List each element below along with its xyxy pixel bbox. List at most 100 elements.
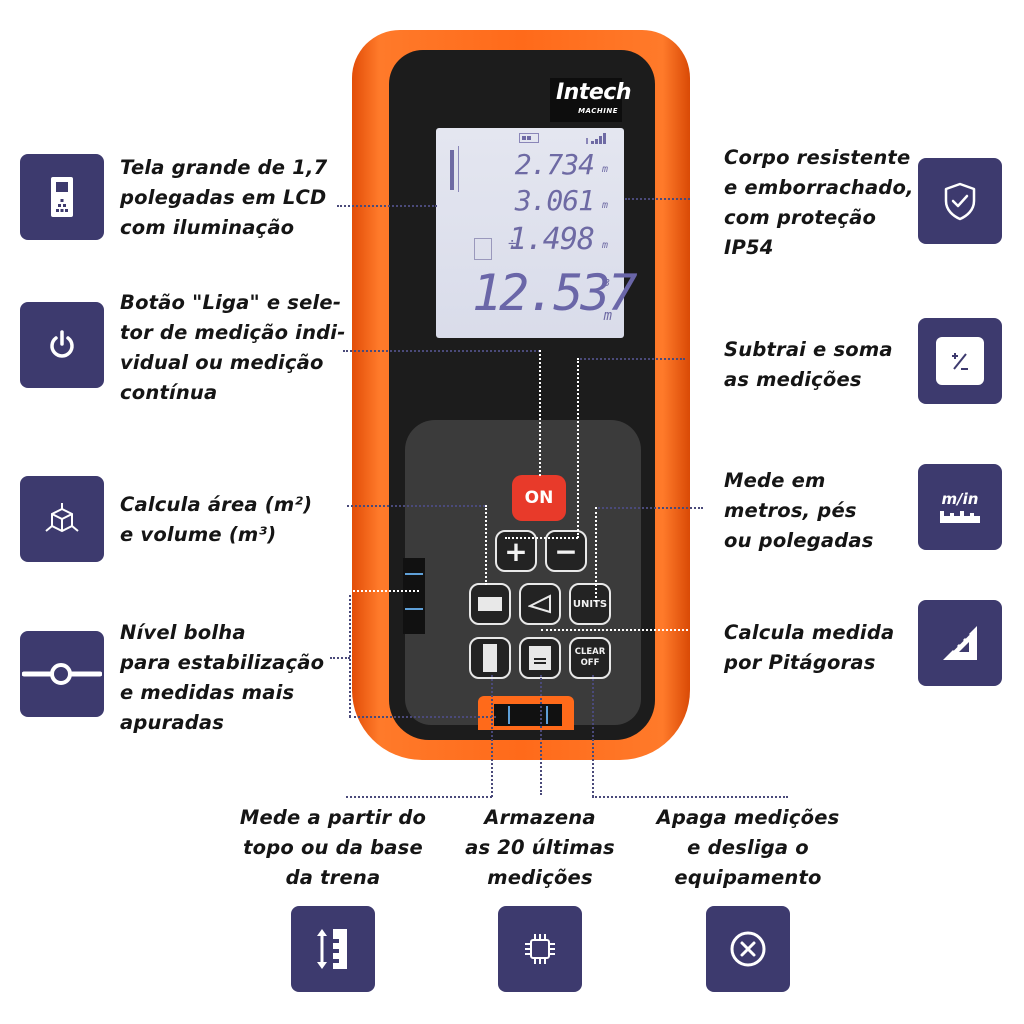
- device-display-icon: [20, 154, 104, 240]
- brand-name: Intech: [556, 80, 632, 105]
- feature-line: Tela grande de 1,7: [120, 156, 328, 179]
- feature-line: e emborrachado,: [724, 176, 914, 199]
- lcd-unit-2: m: [601, 200, 608, 211]
- power-icon: [20, 302, 104, 388]
- callout-line-level-bottom: [349, 716, 496, 718]
- feature-line: tor de medição indi-: [120, 321, 346, 344]
- feature-text: Armazena as 20 últimas medições: [440, 803, 640, 893]
- callout-line-on: [343, 350, 540, 352]
- box-icon: [478, 597, 502, 611]
- feature-line: metros, pés: [724, 499, 857, 522]
- feature-line: medições: [487, 866, 593, 889]
- feature-text: Apaga medições e desliga o equipamento: [648, 803, 848, 893]
- feature-text: Mede a partir do topo ou da base da tren…: [233, 803, 433, 893]
- feature-line: Corpo resistente: [724, 146, 911, 169]
- lcd-row-1: 2.734: [514, 148, 595, 181]
- feature-line: Botão "Liga" e sele-: [120, 291, 342, 314]
- brand-sub: MACHINE: [578, 107, 618, 115]
- callout-line-level: [330, 657, 350, 659]
- feature-text: Calcula medida por Pitágoras: [724, 618, 894, 678]
- feature-line: com iluminação: [120, 216, 295, 239]
- feature-line: da trena: [285, 866, 381, 889]
- feature-line: Armazena: [484, 806, 596, 829]
- area-volume-button[interactable]: [469, 583, 511, 625]
- callout-line-pythagoras: [541, 629, 716, 631]
- feature-line: vidual ou medição: [120, 351, 324, 374]
- callout-line-on-v: [539, 350, 541, 476]
- feature-line: contínua: [120, 381, 218, 404]
- feature-line: ou polegadas: [724, 529, 874, 552]
- callout-line-ref-h: [346, 796, 492, 798]
- feature-line: Calcula medida: [724, 621, 895, 644]
- lcd-screen: 2.734 m 3.061 m ÷ 1.498 m 12.537 3 m: [436, 128, 638, 338]
- plus-minus-icon: [918, 318, 1002, 404]
- feature-line: topo ou da base: [243, 836, 423, 859]
- callout-line-clear-v: [592, 675, 594, 797]
- volume-cube-icon: [474, 238, 492, 260]
- signal-bars-icon: [586, 132, 608, 144]
- lcd-total-unit: m: [603, 308, 612, 324]
- feature-line: polegadas em LCD: [120, 186, 327, 209]
- callout-line-area: [347, 505, 485, 507]
- feature-line: Subtrai e soma: [724, 338, 893, 361]
- pythagoras-button[interactable]: [519, 583, 561, 625]
- feature-line: Apaga medições: [656, 806, 840, 829]
- plus-label: +: [504, 534, 528, 568]
- callout-line-units: [595, 507, 703, 509]
- ruler-arrow-icon: [291, 906, 375, 992]
- set-square-icon: [918, 600, 1002, 686]
- callout-line-units-v: [595, 507, 597, 602]
- off-label: OFF: [580, 658, 600, 668]
- feature-text: Tela grande de 1,7 polegadas em LCD com …: [120, 153, 327, 243]
- feature-text: Nível bolha para estabilização e medidas…: [120, 618, 324, 738]
- feature-line: e volume (m³): [120, 523, 277, 546]
- feature-line: IP54: [724, 236, 774, 259]
- callout-line-plusminus-h2: [505, 537, 578, 539]
- feature-text: Calcula área (m²) e volume (m³): [120, 490, 312, 550]
- triangle-icon: [528, 594, 551, 614]
- feature-line: Nível bolha: [120, 621, 246, 644]
- feature-line: e medidas mais: [120, 681, 295, 704]
- units-label: UNITS: [572, 598, 608, 610]
- feature-text: Subtrai e soma as medições: [724, 335, 893, 395]
- feature-text: Botão "Liga" e sele- tor de medição indi…: [120, 288, 346, 408]
- clear-off-button[interactable]: CLEAR OFF: [569, 637, 611, 679]
- floppy-icon: [529, 646, 551, 670]
- callout-line-level-v: [349, 590, 351, 717]
- callout-line-plusminus: [577, 358, 685, 360]
- side-bubble-vial: [403, 558, 425, 634]
- memory-button[interactable]: [519, 637, 561, 679]
- battery-icon: [519, 133, 539, 143]
- measure-ref-indicator: [450, 150, 454, 190]
- callout-line-plusminus-v: [577, 358, 579, 538]
- feature-line: com proteção: [724, 206, 877, 229]
- shield-check-icon: [918, 158, 1002, 244]
- callout-line-area-v: [485, 505, 487, 585]
- lcd-total: 12.537: [472, 264, 638, 322]
- lcd-unit-1: m: [601, 164, 608, 175]
- feature-line: por Pitágoras: [724, 651, 876, 674]
- feature-line: Mede a partir do: [239, 806, 427, 829]
- reference-button[interactable]: [469, 637, 511, 679]
- keypad-panel: [405, 420, 641, 725]
- units-icon-label: m/in: [941, 490, 979, 508]
- feature-text: Mede em metros, pés ou polegadas: [724, 466, 874, 556]
- callout-line-level-top: [349, 590, 419, 592]
- feature-line: apuradas: [120, 711, 225, 734]
- feature-line: as medições: [724, 368, 862, 391]
- callout-line-lcd: [337, 205, 437, 207]
- bubble-level-icon: [20, 631, 104, 717]
- feature-line: e desliga o: [687, 836, 809, 859]
- chip-icon: [498, 906, 582, 992]
- minus-label: −: [554, 534, 578, 568]
- reference-icon: [483, 644, 497, 672]
- feature-line: equipamento: [674, 866, 822, 889]
- lcd-row-2: 3.061: [514, 184, 595, 217]
- units-button[interactable]: UNITS: [569, 583, 611, 625]
- measure-ref-line: [458, 146, 459, 192]
- on-button[interactable]: ON: [512, 475, 566, 521]
- clear-x-icon: [706, 906, 790, 992]
- feature-text: Corpo resistente e emborrachado, com pro…: [724, 143, 914, 263]
- feature-line: Mede em: [724, 469, 826, 492]
- brand-logo: Intech MACHINE: [550, 78, 632, 122]
